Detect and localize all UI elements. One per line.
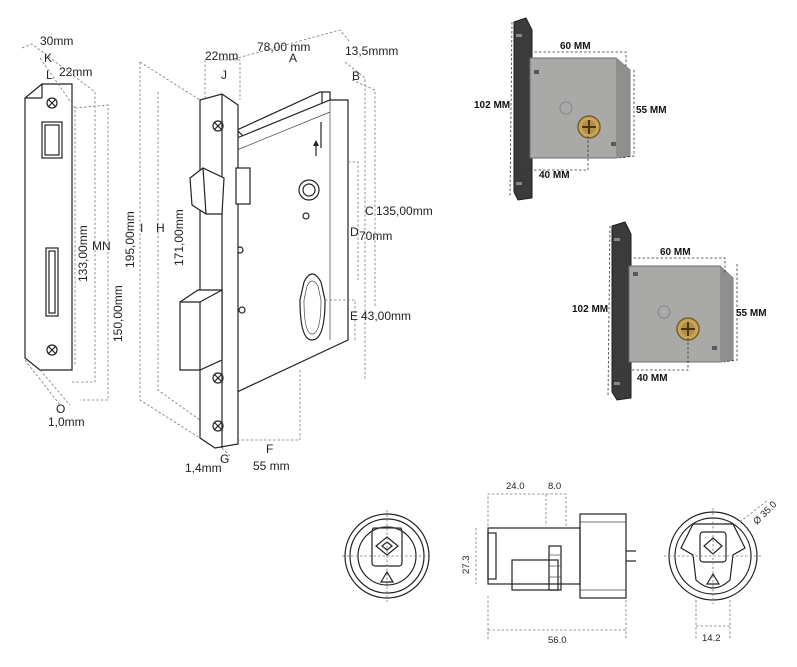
label-f: F xyxy=(266,442,273,456)
label-e: E xyxy=(350,309,358,323)
cylinder-front-view xyxy=(342,510,432,602)
brass-screw-icon xyxy=(676,317,700,341)
screw-icon xyxy=(46,344,58,356)
photo2-body-height-label: 55 MM xyxy=(736,308,767,319)
label-j: J xyxy=(221,68,227,82)
label-o: O xyxy=(56,402,65,416)
cylinder-cam-width-label: 14.2 xyxy=(702,633,721,644)
cylinder-side-view xyxy=(475,493,636,640)
label-k: K xyxy=(44,51,52,65)
triangle-logo-icon xyxy=(379,570,395,583)
label-g: G xyxy=(220,452,229,466)
label-c: C xyxy=(365,204,374,218)
lock-photo-1 xyxy=(440,0,797,205)
cylinder-total-length-label: 56.0 xyxy=(548,635,567,646)
screw-icon xyxy=(212,120,224,132)
mortise-lock-drawing xyxy=(139,29,376,457)
body-depth-label: 78,00 mm xyxy=(257,40,310,54)
screw-icon xyxy=(212,420,224,432)
photo1-backset-label: 40 MM xyxy=(539,170,570,181)
arrow-up-icon xyxy=(313,140,319,146)
cylinder-height-label: 27.3 xyxy=(461,556,472,575)
deadbolt xyxy=(179,289,223,371)
faceplate-height-n-label: 150,00mm xyxy=(111,285,125,342)
strike-plate xyxy=(513,17,533,201)
cylinder-end-view xyxy=(664,499,769,640)
cylinder-hole xyxy=(299,273,326,341)
inner-height-label: 171,00mm xyxy=(172,209,186,266)
backset-label: 55 mm xyxy=(253,459,290,473)
photo1-body-height-label: 55 MM xyxy=(636,105,667,116)
cylinder-distance-label: 43,00mm xyxy=(361,309,411,323)
label-l: L xyxy=(46,68,53,82)
front-width-label: 22mm xyxy=(205,49,238,63)
strike-plate xyxy=(611,221,632,401)
screw-icon xyxy=(46,97,58,109)
label-h: H xyxy=(156,221,165,235)
photo2-width-label: 60 MM xyxy=(660,247,691,258)
brass-screw-icon xyxy=(577,115,601,139)
label-mn: MN xyxy=(92,239,111,253)
lock-photo-2 xyxy=(540,205,797,440)
faceplate-height-m-label: 133,00mm xyxy=(76,225,90,282)
label-d: D xyxy=(350,225,359,239)
faceplate-inner-label: 22mm xyxy=(59,65,92,79)
spindle-hole xyxy=(298,179,320,201)
total-height-label: 195,00mm xyxy=(123,211,137,268)
faceplate-thickness-label: 1,0mm xyxy=(48,415,85,429)
faceplate-drawing xyxy=(21,43,109,406)
triangle-logo-icon xyxy=(705,572,721,585)
label-i: I xyxy=(140,221,143,235)
label-a: A xyxy=(289,51,297,65)
handle-distance-label: 70mm xyxy=(359,229,392,243)
cylinder-length-left-label: 24.0 xyxy=(506,481,525,492)
faceplate-width-label: 30mm xyxy=(40,34,73,48)
plate-thickness-label: 1,4mm xyxy=(185,461,222,475)
label-b: B xyxy=(352,69,360,83)
screw-icon xyxy=(212,372,224,384)
lock-body xyxy=(628,265,734,363)
cylinder-length-gap-label: 8.0 xyxy=(548,481,561,492)
photo1-width-label: 60 MM xyxy=(560,41,591,52)
photo2-backset-label: 40 MM xyxy=(637,373,668,384)
cylinder-diameter-label: Ø 35.0 xyxy=(751,499,779,527)
photo1-height-label: 102 MM xyxy=(474,100,510,111)
body-height-label: 135,00mm xyxy=(376,204,433,218)
offset-b-label: 13,5mmm xyxy=(345,44,398,58)
lock-case xyxy=(236,99,349,393)
photo2-height-label: 102 MM xyxy=(572,304,608,315)
front-plate xyxy=(199,93,239,449)
